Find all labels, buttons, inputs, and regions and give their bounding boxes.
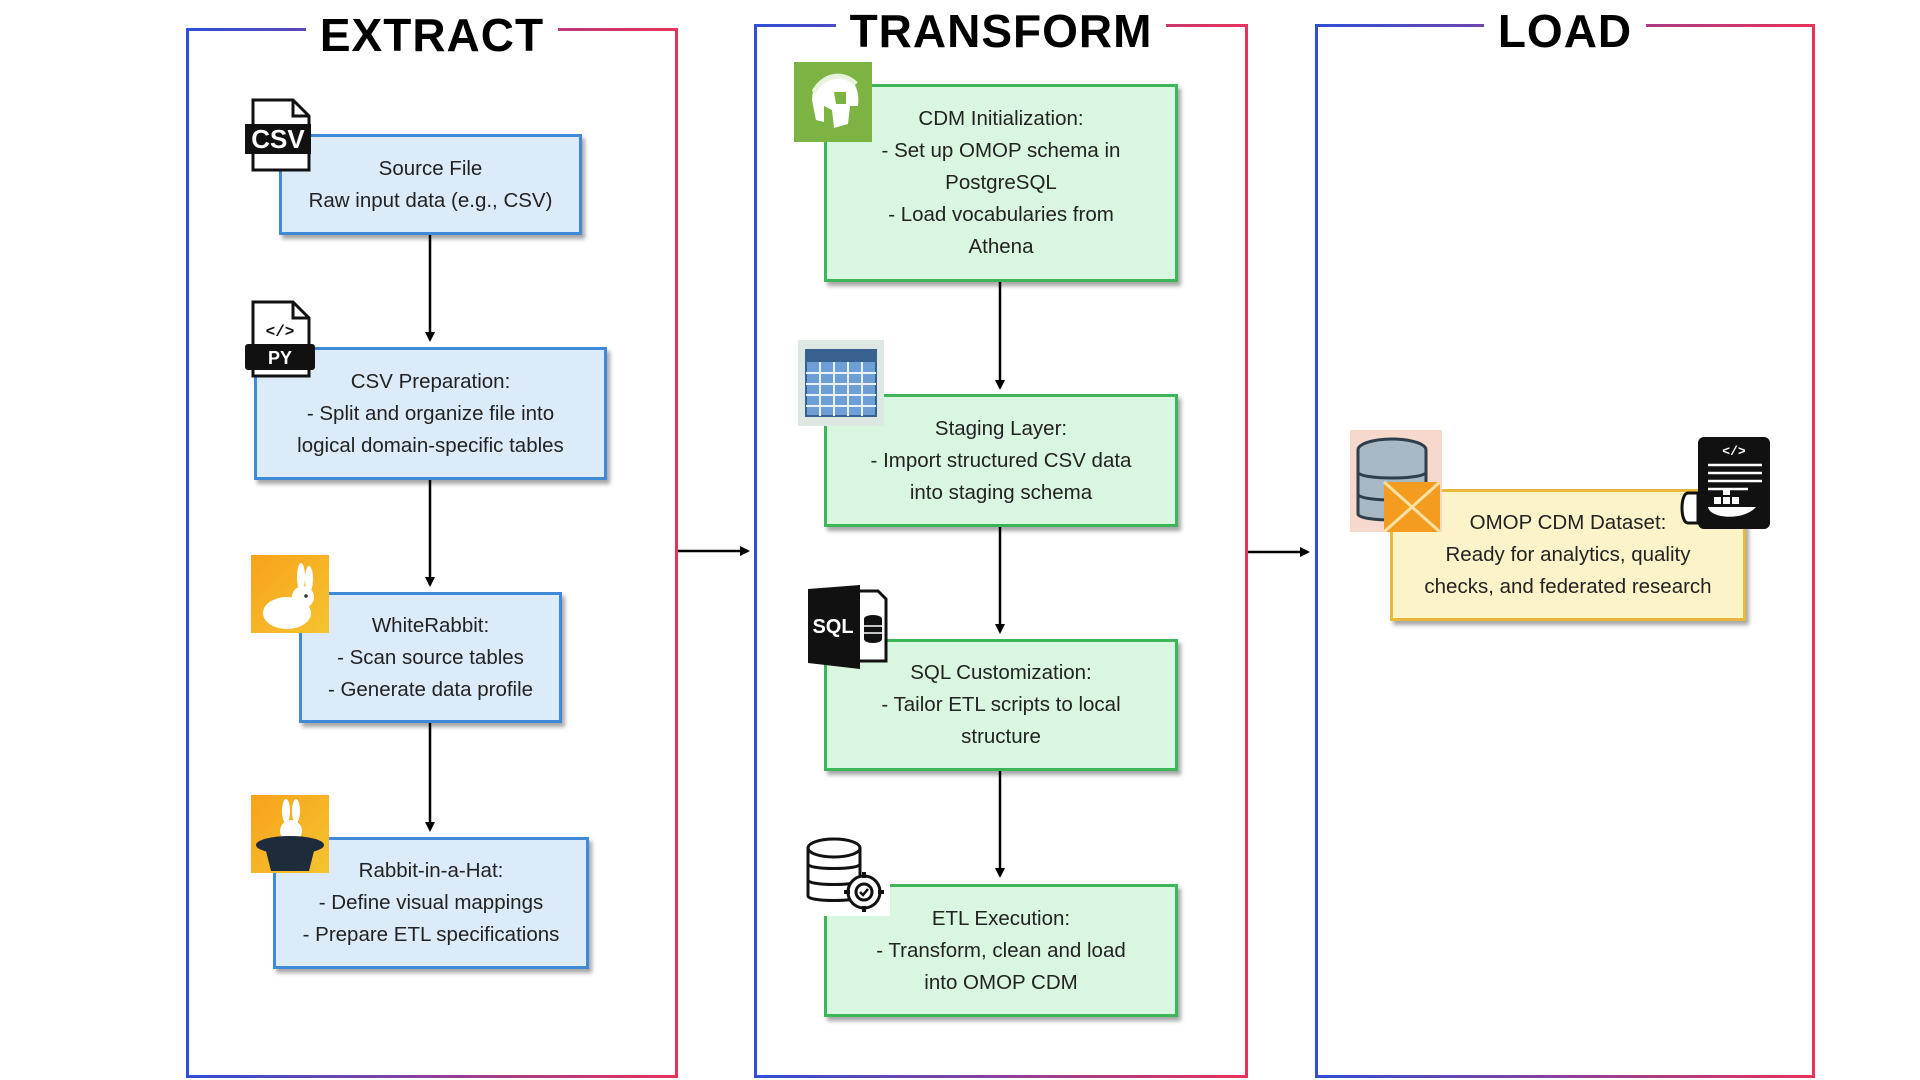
box-line: Athena [968,235,1034,258]
box-line: - Import structured CSV data [870,448,1132,472]
box-line: - Load vocabularies from [888,203,1114,226]
python-file-icon: </> PY [245,300,315,378]
box-line: Raw input data (e.g., CSV) [308,188,553,212]
sql-file-icon: SQL [808,585,888,669]
svg-text:PY: PY [268,348,292,368]
box-line: - Prepare ETL specifications [302,923,560,946]
box-line: - Transform, clean and load [876,938,1126,962]
staging-layer-box: Staging Layer: - Import structured CSV d… [824,394,1178,527]
box-line: SQL Customization: [910,661,1092,684]
box-line: structure [961,725,1041,748]
box-line: PostgreSQL [945,171,1057,194]
csv-file-icon: CSV [245,98,311,172]
box-line: Source File [378,156,483,180]
box-line: CSV Preparation: [350,369,511,393]
source-file-box: Source File Raw input data (e.g., CSV) [279,134,582,235]
etl-execution-box: ETL Execution: - Transform, clean and lo… [824,884,1178,1017]
box-line: Staging Layer: [934,416,1068,440]
box-line: - Define visual mappings [318,891,544,914]
rabbit-in-a-hat-icon [251,795,329,873]
database-gear-icon [800,832,890,916]
cdm-initialization-box: CDM Initialization: - Set up OMOP schema… [824,84,1178,282]
box-line: ETL Execution: [931,906,1071,930]
whiterabbit-box: WhiteRabbit: - Scan source tables - Gene… [299,592,562,723]
box-line: OMOP CDM Dataset: [1469,511,1667,534]
svg-text:SQL: SQL [812,616,853,638]
box-line: - Generate data profile [327,677,534,701]
box-line: - Tailor ETL scripts to local [881,693,1121,716]
table-grid-icon [798,340,884,426]
box-line: WhiteRabbit: [371,613,490,637]
svg-text:</>: </> [266,323,295,341]
box-line: checks, and federated research [1424,575,1712,598]
box-line: Ready for analytics, quality [1445,543,1691,566]
white-rabbit-icon [251,555,329,633]
spartan-helmet-icon [794,62,872,142]
omop-cdm-dataset-box: OMOP CDM Dataset: Ready for analytics, q… [1390,489,1746,621]
box-line: into staging schema [909,480,1093,504]
box-line: - Scan source tables [337,645,524,669]
docker-script-icon: </> [1680,437,1770,529]
box-line: into OMOP CDM [924,970,1078,994]
box-line: logical domain-specific tables [297,433,564,457]
svg-text:</>: </> [1722,444,1746,459]
svg-text:CSV: CSV [251,124,305,154]
box-line: CDM Initialization: [918,107,1084,130]
box-line: - Split and organize file into [306,401,555,425]
omop-database-icon [1350,430,1442,532]
box-line: Rabbit-in-a-Hat: [358,859,504,882]
box-line: - Set up OMOP schema in [881,139,1121,162]
